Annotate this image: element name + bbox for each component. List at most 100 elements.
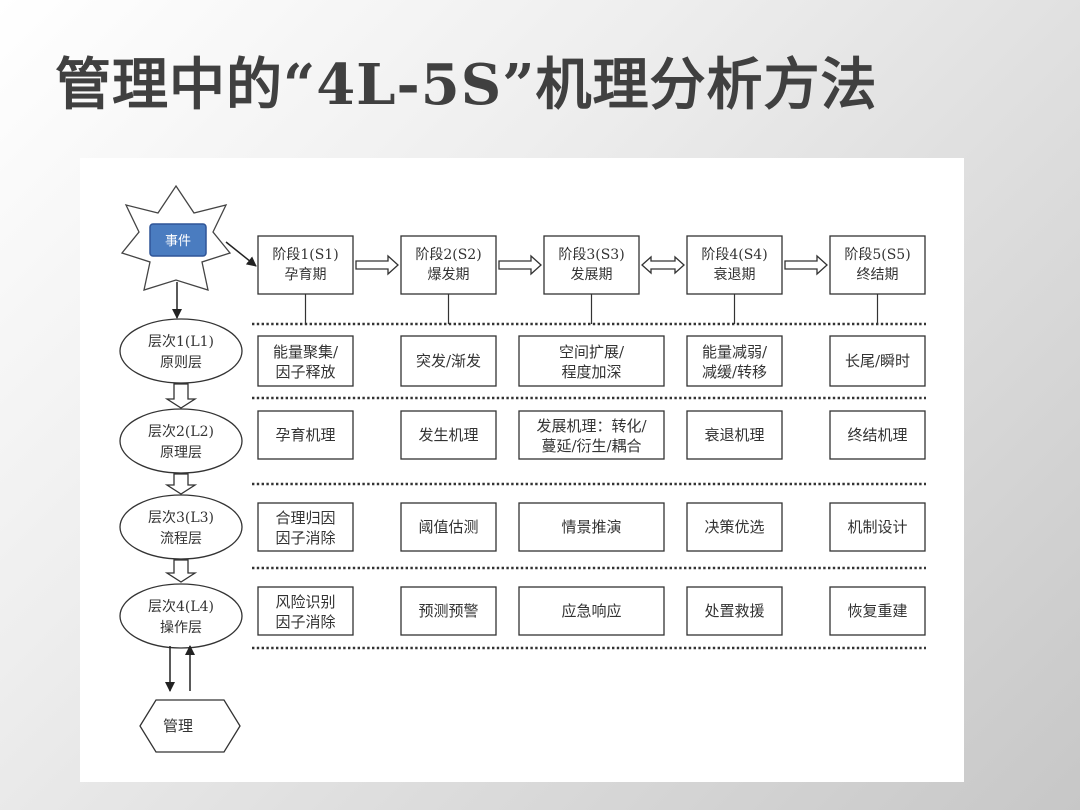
content-cell: 预测预警 (400, 586, 497, 636)
content-cell: 终结机理 (829, 410, 926, 460)
stage-box: 阶段5(S5) 终结期 (829, 235, 926, 295)
content-cell: 长尾/瞬时 (829, 335, 926, 387)
stage-period: 终结期 (857, 267, 899, 283)
cell-frame (829, 335, 926, 387)
level-name: 原则层 (160, 355, 202, 371)
arrow-shape (784, 254, 828, 276)
content-cell: 发展机理：转化/蔓延/衍生/耦合 (518, 410, 665, 460)
cell-frame (257, 502, 354, 552)
content-cell: 能量减弱/减缓/转移 (686, 335, 783, 387)
cell-text: 决策优选 (704, 518, 764, 536)
level-name: 原理层 (160, 445, 202, 461)
stage-period: 衰退期 (714, 266, 756, 283)
cell-text: 衰退机理 (704, 426, 764, 444)
cell-text: 孕育机理 (275, 426, 335, 444)
cell-frame (686, 410, 783, 460)
management-hexagon (139, 699, 241, 753)
level-node: 层次4(L4)操作层 (119, 583, 243, 649)
cell-text: 因子释放 (275, 363, 335, 381)
level-name: 流程层 (160, 531, 202, 547)
level-label: 层次1(L1) (148, 334, 214, 350)
level-down-arrow (164, 559, 198, 583)
cell-text: 空间扩展/ (559, 343, 625, 361)
event-label-box (149, 223, 207, 257)
cell-frame (686, 586, 783, 636)
cell-frame (400, 502, 497, 552)
slide-title: 管理中的“4L-5S”机理分析方法 (55, 40, 877, 121)
content-cell: 机制设计 (829, 502, 926, 552)
stage-label: 阶段3(S3) (558, 247, 624, 263)
stage-box: 阶段4(S4)衰退期 (686, 235, 783, 295)
content-cell: 决策优选 (686, 502, 783, 552)
content-cell: 应急响应 (518, 586, 665, 636)
content-cell: 阈值估测 (400, 502, 497, 552)
cell-frame (518, 410, 665, 460)
mechanism-diagram: 事件 阶段1(S1)孕育期阶段2(S2)爆发期阶段3(S3)发展期阶段4(S4)… (119, 184, 926, 753)
content-cell: 空间扩展/程度加深 (518, 335, 665, 387)
level-label: 层次3(L3) (148, 510, 214, 526)
level-node: 层次1(L1) 原则层 (119, 318, 243, 384)
cell-frame (257, 586, 354, 636)
stage-transition-arrow (355, 254, 399, 276)
cell-frame (686, 502, 783, 552)
arrow-shape (641, 255, 685, 275)
cell-frame (518, 335, 665, 387)
cell-text: 减缓/转移 (702, 363, 767, 381)
level-ellipse (119, 494, 243, 560)
cell-text: 发生机理 (418, 426, 478, 444)
cell-text: 应急响应 (561, 602, 621, 620)
management-node: 管理 (139, 699, 241, 753)
title-code: 4L-5S (316, 52, 503, 118)
cell-frame (257, 335, 354, 387)
cell-text: 终结机理 (847, 426, 907, 444)
content-cell: 孕育机理 (257, 410, 354, 460)
title-prefix: 管理中的 (55, 53, 283, 118)
cell-frame (829, 410, 926, 460)
cell-text: 突发/渐发 (416, 352, 481, 370)
cell-text: 预测预警 (418, 602, 478, 620)
stage-box-frame (400, 235, 497, 295)
content-cell: 发生机理 (400, 410, 497, 460)
cell-text: 风险识别 (275, 593, 335, 611)
level-ellipse (119, 583, 243, 649)
stage-transition-arrow (784, 254, 828, 276)
stage-box-frame (829, 235, 926, 295)
stage-box: 阶段2(S2)爆发期 (400, 235, 497, 295)
cell-text: 合理归因 (275, 509, 335, 527)
cell-text: 情景推演 (561, 518, 621, 536)
cell-text: 因子消除 (275, 613, 335, 631)
arrow-shape (355, 254, 399, 276)
content-cell: 突发/渐发 (400, 335, 497, 387)
cell-frame (400, 586, 497, 636)
level-ellipse (119, 318, 243, 384)
event-to-stage-arrow (225, 241, 257, 267)
content-cell: 情景推演 (518, 502, 665, 552)
diagram-panel: 事件 阶段1(S1)孕育期阶段2(S2)爆发期阶段3(S3)发展期阶段4(S4)… (80, 158, 964, 782)
cell-frame (400, 410, 497, 460)
title-suffix: 机理分析方法 (535, 53, 878, 118)
cell-text: 蔓延/衍生/耦合 (541, 437, 641, 455)
cell-frame (829, 502, 926, 552)
cell-text: 恢复重建 (847, 602, 907, 620)
cell-text: 程度加深 (561, 363, 621, 381)
cell-frame (829, 586, 926, 636)
stage-box-frame (543, 235, 640, 295)
level-node: 层次2(L2) 原理层 (119, 408, 243, 474)
level-label: 层次2(L2) (148, 424, 214, 440)
event-label: 事件 (165, 234, 191, 249)
content-cell: 能量聚集/因子释放 (257, 335, 354, 387)
content-cell: 恢复重建 (829, 586, 926, 636)
stage-box-frame (686, 235, 783, 295)
title-open-quote: “ (283, 52, 317, 118)
level-down-arrow (164, 383, 198, 409)
stage-label: 阶段5(S5) (844, 247, 910, 263)
stage-period: 孕育期 (285, 267, 327, 283)
stage-label: 阶段1(S1) (272, 247, 338, 263)
cell-text: 长尾/瞬时 (845, 352, 910, 370)
level-name: 操作层 (160, 620, 202, 636)
arrow-shape (498, 254, 542, 276)
cell-text: 阈值估测 (418, 518, 478, 536)
cell-text: 因子消除 (275, 529, 335, 547)
